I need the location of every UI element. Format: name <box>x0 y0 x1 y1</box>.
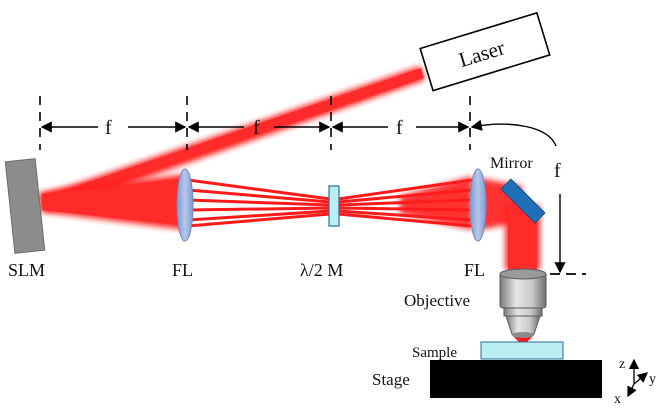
slm-device <box>4 158 46 254</box>
focal-guides <box>39 96 471 150</box>
laser-beam <box>40 66 540 346</box>
axis-x-label: x <box>614 392 621 407</box>
stage <box>430 360 602 398</box>
fourier-lens-left <box>176 168 194 242</box>
focal-length-label-1: f <box>105 117 112 139</box>
mirror <box>500 178 546 224</box>
sample <box>480 341 564 360</box>
coordinate-axes <box>627 358 648 398</box>
axis-y-label: y <box>649 372 656 387</box>
half-wave-plate-label: λ/2 M <box>300 260 343 280</box>
objective-label: Objective <box>404 291 470 310</box>
fl-left-label: FL <box>172 260 193 280</box>
focal-length-label-2: f <box>253 117 260 139</box>
objective-lens <box>499 268 547 338</box>
half-wave-plate <box>328 185 340 227</box>
laser-source <box>419 11 551 92</box>
axis-z-label: z <box>619 357 625 372</box>
focal-length-label-4: f <box>554 160 561 182</box>
focal-length-label-3: f <box>396 117 403 139</box>
fl-right-label: FL <box>464 260 485 280</box>
slm-label: SLM <box>8 260 45 280</box>
mirror-label: Mirror <box>490 155 533 172</box>
sample-label: Sample <box>412 345 457 361</box>
stage-label: Stage <box>372 370 410 389</box>
focal-arrows <box>40 119 566 274</box>
fourier-lens-right <box>469 168 487 242</box>
